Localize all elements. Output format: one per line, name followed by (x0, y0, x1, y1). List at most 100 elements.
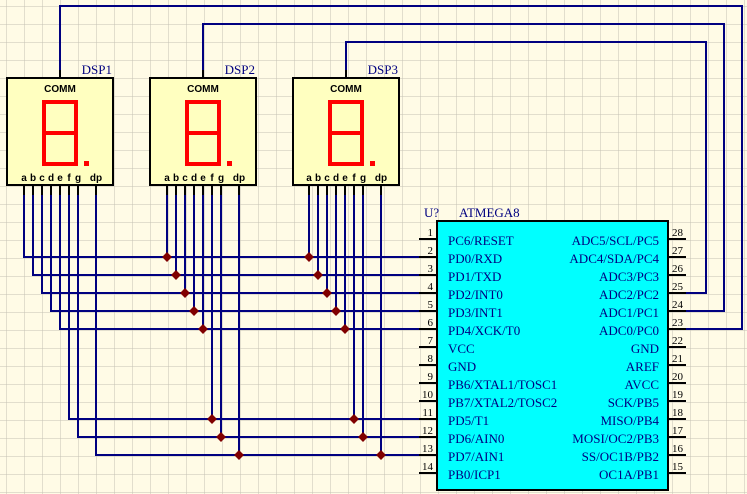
junction-dot (313, 270, 323, 280)
segment-label-dp: dp (233, 173, 245, 184)
pin-name: PC6/RESET (448, 233, 514, 248)
digit-eight-icon (42, 100, 78, 166)
wire-e[interactable] (59, 195, 419, 330)
pin-number: 16 (672, 443, 684, 455)
junction-dot (376, 450, 386, 460)
pin-number: 21 (672, 353, 683, 365)
junction-dot (304, 252, 314, 262)
pin-number: 4 (428, 281, 434, 293)
wire-common-dsp2[interactable] (202, 23, 725, 312)
segment-label-e: e (342, 173, 348, 184)
chip-body[interactable] (436, 220, 669, 491)
pin-number: 9 (428, 371, 434, 383)
pin-number: 1 (428, 227, 434, 239)
pin-name: ADC5/SCL/PC5 (572, 233, 659, 248)
digit-eight-icon (185, 100, 221, 166)
segment-label-a: a (21, 173, 27, 184)
pin-number: 27 (672, 245, 684, 257)
junction-dot (322, 288, 332, 298)
chip-part-label: ATMEGA8 (459, 205, 520, 220)
segment-label-a: a (306, 173, 312, 184)
pin-number: 25 (672, 281, 684, 293)
pin-name: PD1/TXD (448, 269, 501, 284)
pin-number: 8 (428, 353, 434, 365)
wire-dp[interactable] (95, 195, 419, 456)
comm-label: COMM (187, 84, 219, 95)
pin-name: ADC0/PC0 (599, 323, 659, 338)
junction-dot (349, 414, 359, 424)
junction-dot (180, 288, 190, 298)
segment-label-b: b (315, 173, 321, 184)
wires (23, 5, 743, 456)
segment-label-f: f (352, 173, 356, 184)
segment-label-d: d (48, 173, 54, 184)
segment-label-d: d (333, 173, 339, 184)
pin-name: AREF (626, 359, 659, 374)
pin-name: PD7/AIN1 (448, 449, 504, 464)
wire-common-dsp3[interactable] (345, 41, 707, 294)
segment-label-g: g (75, 173, 81, 184)
wire-common-dsp1[interactable] (59, 5, 743, 330)
decimal-point-icon (370, 161, 375, 166)
pin-name: SCK/PB5 (608, 395, 659, 410)
wire-a[interactable] (23, 195, 419, 258)
wire-b[interactable] (32, 195, 419, 276)
pin-number: 23 (672, 317, 684, 329)
pin-name: SS/OC1B/PB2 (582, 449, 659, 464)
pin-number: 5 (428, 299, 434, 311)
wire-f[interactable] (68, 195, 419, 420)
pin-number: 2 (428, 245, 434, 257)
wire-c[interactable] (41, 195, 419, 294)
pin-number: 7 (428, 335, 434, 347)
pin-name: MISO/PB4 (600, 413, 659, 428)
pin-number: 19 (672, 389, 684, 401)
junction-dot (189, 306, 199, 316)
pin-name: PD5/T1 (448, 413, 489, 428)
junction-dot (358, 432, 368, 442)
wire-d[interactable] (50, 195, 419, 312)
pin-number: 15 (672, 461, 684, 473)
pin-number: 11 (422, 407, 433, 419)
segment-label-dp: dp (90, 173, 102, 184)
segment-label-f: f (210, 173, 214, 184)
pin-name: GND (448, 359, 476, 374)
pin-name: PD2/INT0 (448, 287, 503, 302)
junction-dot (234, 450, 244, 460)
pin-name: AVCC (625, 377, 659, 392)
chip-ref-label: U? (424, 205, 439, 220)
junction-dot (162, 252, 172, 262)
display-ref-label: DSP2 (225, 62, 255, 77)
segment-label-a: a (164, 173, 170, 184)
segment-label-d: d (191, 173, 197, 184)
pin-name: VCC (448, 341, 475, 356)
pin-number: 24 (672, 299, 684, 311)
junction-dot (207, 414, 217, 424)
pin-number: 10 (422, 389, 434, 401)
pin-name: PD0/RXD (448, 251, 502, 266)
display-ref-label: DSP3 (368, 62, 398, 77)
pin-name: PD3/INT1 (448, 305, 503, 320)
segment-label-b: b (30, 173, 36, 184)
segment-label-e: e (200, 173, 206, 184)
junction-dot (340, 324, 350, 334)
wire-g[interactable] (77, 195, 419, 438)
junction-dot (198, 324, 208, 334)
pin-number: 20 (672, 371, 684, 383)
digit-eight-icon (328, 100, 364, 166)
decimal-point-icon (227, 161, 232, 166)
pin-number: 13 (422, 443, 434, 455)
comm-label: COMM (330, 84, 362, 95)
pin-number: 6 (428, 317, 434, 329)
pin-name: ADC4/SDA/PC4 (569, 251, 659, 266)
pin-name: MOSI/OC2/PB3 (572, 431, 659, 446)
segment-label-f: f (67, 173, 71, 184)
pin-number: 26 (672, 263, 684, 275)
pin-name: PB0/ICP1 (448, 467, 501, 482)
decimal-point-icon (84, 161, 89, 166)
